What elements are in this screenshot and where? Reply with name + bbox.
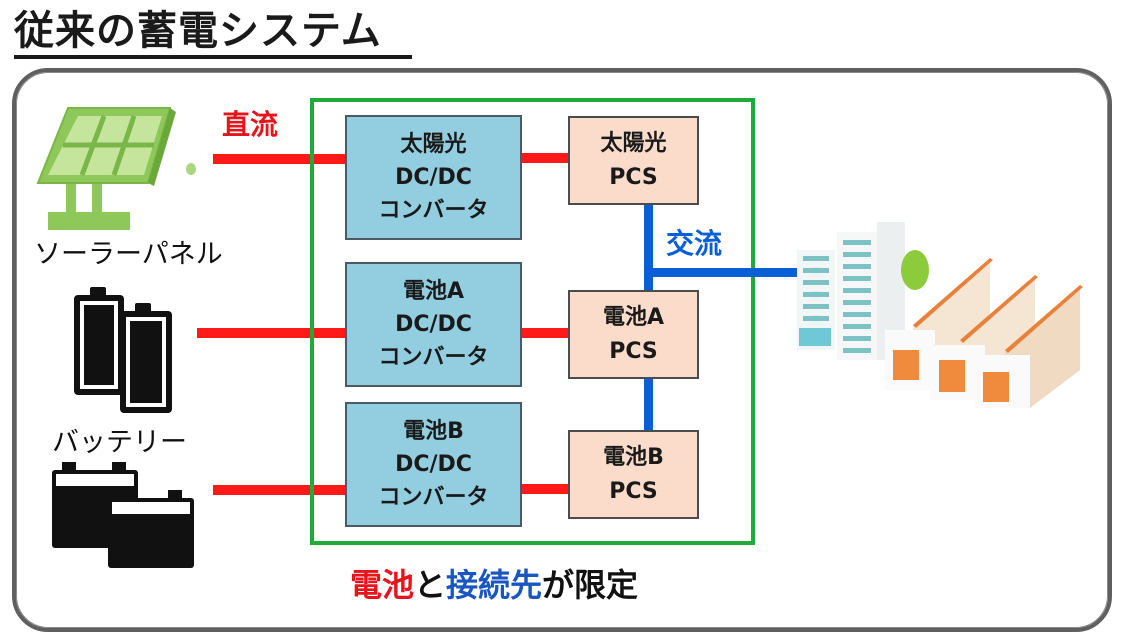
cell-battery-icon bbox=[74, 287, 172, 413]
pcs-line: PCS bbox=[609, 478, 658, 504]
dc-line-solar bbox=[213, 154, 345, 164]
converter-line: DC/DC bbox=[395, 452, 472, 477]
pcs-line: PCS bbox=[609, 338, 658, 364]
converter-line: コンバータ bbox=[378, 198, 489, 223]
pcs-solar: 太陽光 PCS bbox=[568, 116, 699, 205]
converter-line: DC/DC bbox=[395, 312, 472, 337]
ac-line-to-buildings bbox=[644, 268, 802, 277]
caption-part-limited: が限定 bbox=[542, 566, 639, 604]
page-title: 従来の蓄電システム bbox=[14, 8, 382, 54]
solar-panel-label: ソーラーパネル bbox=[34, 239, 223, 270]
caption-part-connection: 接続先 bbox=[446, 566, 543, 604]
buildings-factory-icon bbox=[797, 222, 1083, 408]
converter-line: コンバータ bbox=[378, 345, 489, 370]
title-underline bbox=[14, 55, 412, 59]
battery-label: バッテリー bbox=[52, 427, 187, 458]
dcdc-converter-battery-a: 電池A DC/DC コンバータ bbox=[345, 262, 522, 387]
pcs-battery-a: 電池A PCS bbox=[568, 290, 699, 379]
ac-flow-label: 交流 bbox=[666, 227, 723, 260]
converter-line: DC/DC bbox=[395, 165, 472, 190]
pcs-line: PCS bbox=[609, 164, 658, 190]
pcs-line: 太陽光 bbox=[600, 130, 667, 156]
dcdc-converter-battery-b: 電池B DC/DC コンバータ bbox=[345, 402, 522, 527]
converter-line: 太陽光 bbox=[400, 132, 467, 157]
caption: 電池と接続先が限定 bbox=[350, 560, 638, 606]
dc-flow-label: 直流 bbox=[222, 108, 279, 141]
dcdc-converter-solar: 太陽光 DC/DC コンバータ bbox=[345, 115, 522, 240]
pcs-line: 電池A bbox=[602, 304, 665, 330]
converter-line: コンバータ bbox=[378, 485, 489, 510]
dc-line-battery-a bbox=[197, 328, 345, 338]
system-boundary bbox=[310, 98, 755, 545]
car-battery-icon bbox=[52, 462, 194, 568]
dc-line-battery-b bbox=[213, 485, 345, 495]
pcs-line: 電池B bbox=[603, 444, 664, 470]
dc-line-battery-b-to-pcs bbox=[520, 484, 568, 494]
caption-part-battery: 電池 bbox=[350, 566, 415, 604]
converter-line: 電池B bbox=[403, 419, 464, 444]
converter-line: 電池A bbox=[402, 279, 465, 304]
solar-panel-icon bbox=[36, 107, 196, 230]
dc-line-battery-a-to-pcs bbox=[520, 328, 568, 338]
pcs-battery-b: 電池B PCS bbox=[568, 430, 699, 519]
dc-line-solar-to-pcs bbox=[520, 153, 568, 163]
caption-part-and: と bbox=[414, 566, 447, 604]
